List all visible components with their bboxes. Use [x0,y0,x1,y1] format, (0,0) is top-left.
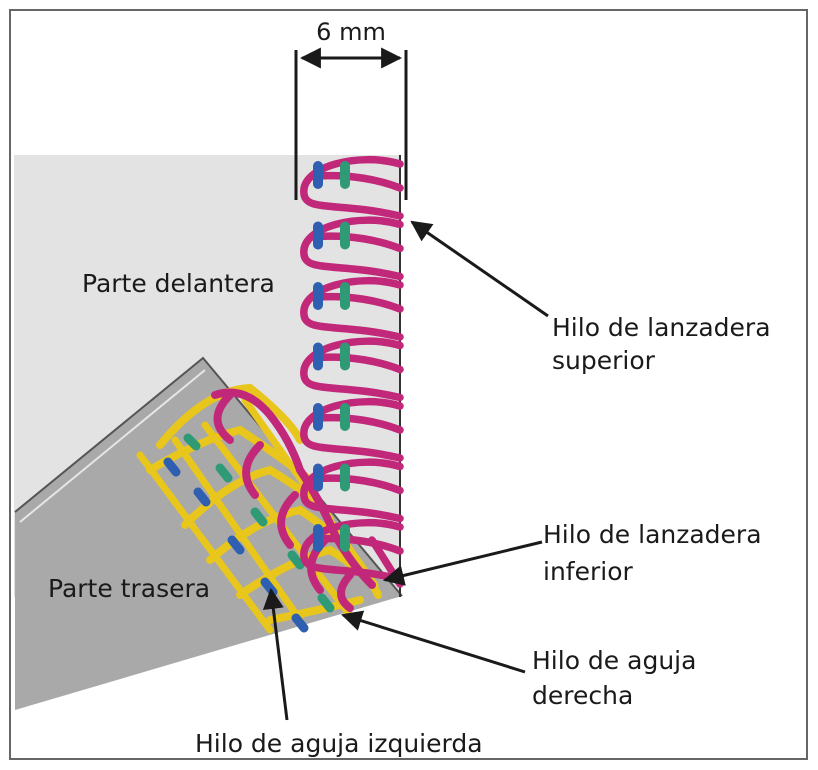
upper-looper-strand [314,353,404,374]
front-stitch-chain [300,155,404,588]
upper-looper-loop [300,276,404,341]
upper-looper-strand [314,474,404,495]
pointer-left-needle [262,587,289,721]
upper-looper-strand [314,232,404,253]
back-panel-edge [14,356,403,597]
label-upper-looper: Hilo de lanzadera superior [552,313,778,375]
upper-looper-loop [300,397,404,462]
label-right-needle: Hilo de aguja derecha [532,646,704,710]
upper-looper-strand [314,292,404,313]
upper-looper-strand [314,171,404,192]
upper-looper-loop [300,518,404,583]
pointer-lower-looper [382,540,543,586]
back-panel-highlight [19,369,206,523]
label-lower-looper: Hilo de lanzadera inferior [543,520,769,586]
upper-looper-loop [300,337,404,402]
upper-looper-loop [300,458,404,523]
upper-looper-loop [300,216,404,281]
upper-looper-strand [314,534,404,555]
measurement-label: 6 mm [316,18,386,46]
label-front: Parte delantera [82,269,275,298]
label-back: Parte trasera [48,574,210,603]
pointer-right-needle [340,610,526,674]
upper-looper-loop [300,155,404,220]
label-left-needle: Hilo de aguja izquierda [195,729,483,758]
upper-looper-strand [314,413,404,434]
pointer-upper-looper [410,220,549,318]
